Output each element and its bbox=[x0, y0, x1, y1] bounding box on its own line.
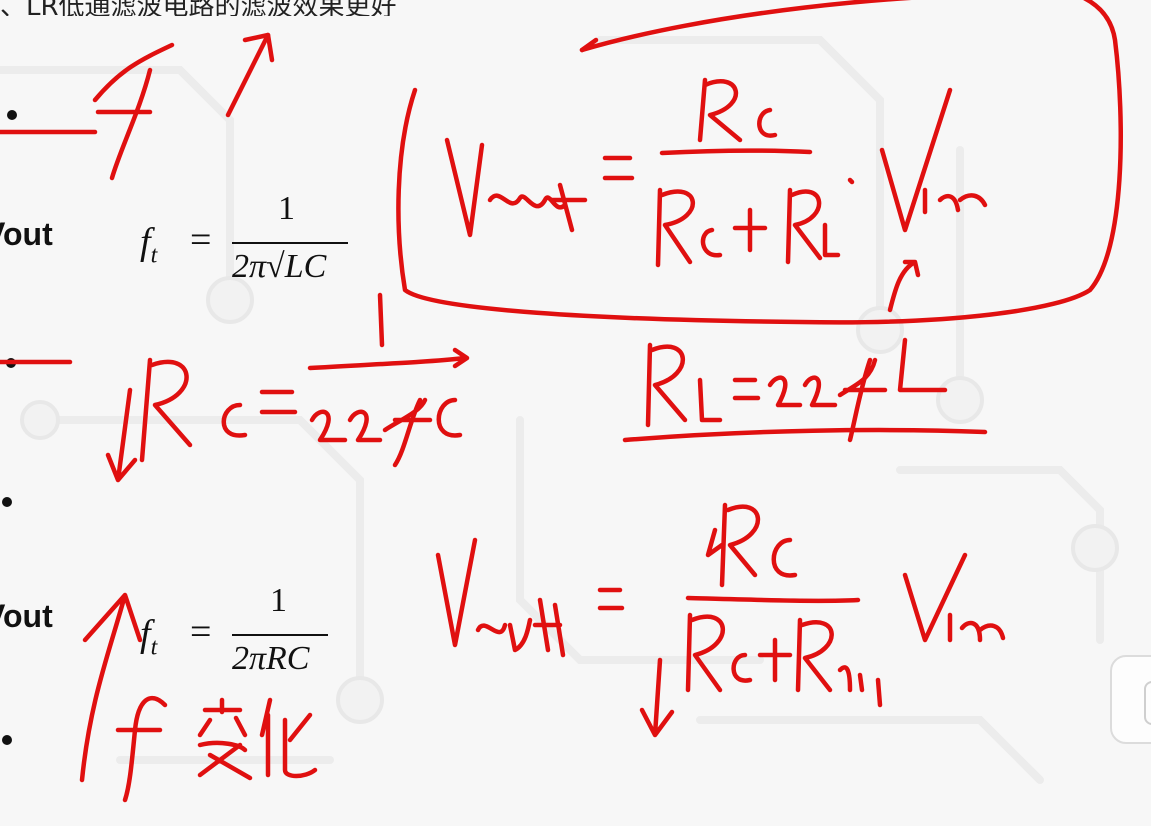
formula-numerator: 1 bbox=[270, 582, 287, 619]
slide-title: 、LR低通滤波电路的滤波效果更好 bbox=[0, 0, 397, 16]
ink-bian bbox=[197, 697, 253, 781]
ink-f-2 bbox=[115, 695, 168, 803]
bullet-4 bbox=[2, 735, 12, 745]
ink-RcRL-den bbox=[655, 187, 841, 268]
formula-equals: = bbox=[190, 219, 212, 261]
formula-equals: = bbox=[190, 611, 212, 653]
widget-icon bbox=[1144, 681, 1151, 725]
ink-frac-bar-1 bbox=[659, 148, 813, 156]
fraction-bar bbox=[232, 634, 328, 636]
ink-2pifC bbox=[309, 397, 463, 468]
ink-one bbox=[377, 292, 385, 348]
ink-V bbox=[444, 137, 485, 238]
ink-Rc-num bbox=[697, 77, 778, 143]
side-floating-button[interactable] bbox=[1110, 655, 1151, 744]
bullet-1 bbox=[7, 110, 17, 120]
formula-denominator: 2πRC bbox=[232, 640, 310, 677]
ink-top-tick bbox=[579, 37, 599, 53]
ink-f-top bbox=[92, 42, 175, 103]
ink-out-small bbox=[487, 182, 588, 233]
ink-up-arrow bbox=[225, 32, 271, 118]
ink-down-arrow-2 bbox=[639, 657, 675, 738]
ink-underline bbox=[622, 427, 988, 443]
ink-up-arrow-2 bbox=[79, 592, 143, 783]
formula-denominator: 2π√LC bbox=[232, 248, 327, 285]
ink-Vin-2 bbox=[902, 552, 1006, 643]
cutoff-formula-rc: ft = 1 2πRC bbox=[140, 582, 360, 692]
ink-box bbox=[396, 0, 1124, 325]
ink-Vin bbox=[879, 87, 988, 233]
ink-down-arrow-1 bbox=[105, 387, 138, 483]
ink-up-arrow-head bbox=[242, 32, 275, 63]
fraction-bar bbox=[232, 242, 348, 244]
ink-Rc-num-2 bbox=[705, 502, 798, 588]
formula-lhs: ft bbox=[140, 221, 158, 269]
formula-numerator: 1 bbox=[278, 190, 295, 227]
ink-equals-3 bbox=[732, 377, 761, 401]
ink-hua bbox=[259, 697, 318, 779]
ink-frac-bar-3 bbox=[685, 595, 861, 604]
ink-box-arrow bbox=[887, 259, 921, 313]
ink-top-curve bbox=[579, 0, 914, 53]
ink-RL bbox=[645, 342, 723, 428]
ink-equals-1 bbox=[602, 155, 635, 181]
ink-2pifL bbox=[767, 337, 948, 443]
formula-lhs: ft bbox=[140, 613, 158, 661]
ink-out-2 bbox=[475, 597, 566, 658]
bullet-3 bbox=[2, 497, 12, 507]
ink-V-2 bbox=[435, 537, 478, 648]
ink-f-stem bbox=[109, 67, 153, 181]
ink-RcRr-den bbox=[685, 612, 883, 708]
vout-label-lc: Vout bbox=[0, 216, 53, 252]
cutoff-formula-lc: ft = 1 2π√LC bbox=[140, 190, 380, 300]
ink-equals-2 bbox=[259, 389, 298, 415]
ink-dot bbox=[847, 177, 855, 185]
vout-label-rc: Vout bbox=[0, 598, 53, 634]
ink-equals-4 bbox=[597, 587, 625, 611]
ink-frac-bar-2 bbox=[307, 347, 470, 371]
ink-Rc-2 bbox=[139, 357, 248, 463]
